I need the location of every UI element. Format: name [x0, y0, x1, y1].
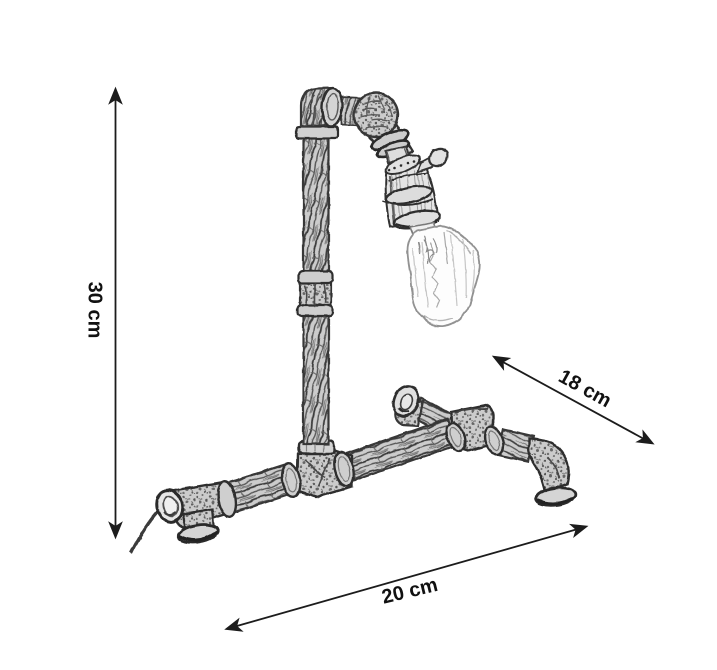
svg-text:30 cm: 30 cm	[84, 282, 106, 339]
